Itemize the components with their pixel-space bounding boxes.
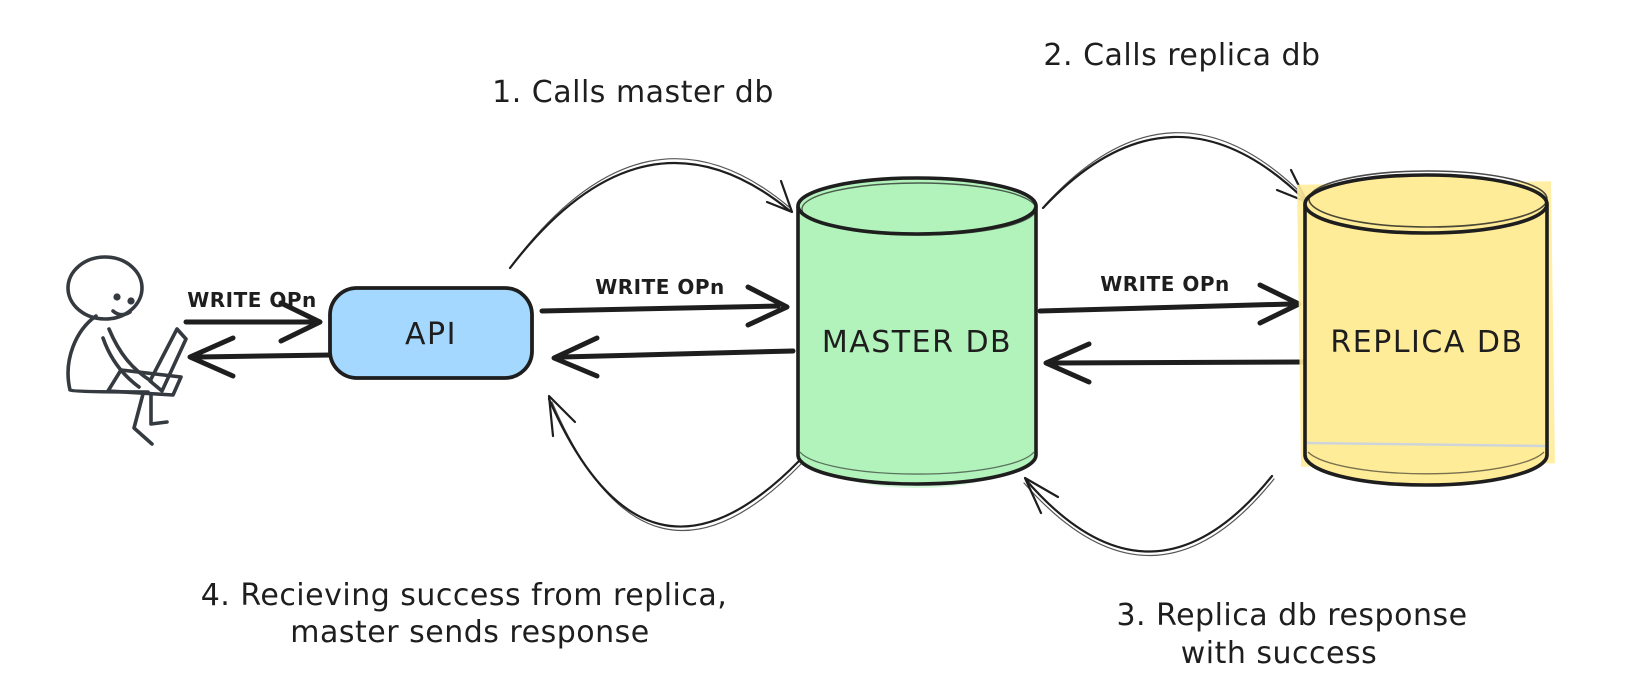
curve-arrow-step4 xyxy=(547,394,802,531)
arrow-user-to-api xyxy=(183,300,323,344)
smile xyxy=(111,309,132,317)
curve-arrow-step3 xyxy=(1023,474,1275,556)
eye-right xyxy=(127,297,135,305)
write-op-label-master-replica: WRITE OPn xyxy=(1100,272,1230,296)
step-1-label: 1. Calls master db xyxy=(492,75,774,110)
step-3-label-line2: with success xyxy=(1181,636,1378,671)
master-db-node: MASTER DB xyxy=(796,176,1038,488)
master-db-cylinder xyxy=(796,205,1038,486)
replica-db-node: REPLICA DB xyxy=(1297,170,1555,487)
eye-left xyxy=(113,293,121,301)
api-label: API xyxy=(405,317,457,352)
step-4-label-line2: master sends response xyxy=(290,615,649,650)
replica-db-label: REPLICA DB xyxy=(1330,325,1523,360)
replica-db-cylinder xyxy=(1303,203,1549,487)
arrow-master-to-api xyxy=(551,335,796,379)
master-db-label: MASTER DB xyxy=(822,325,1012,360)
step-4-label-line1: 4. Recieving success from replica, xyxy=(201,578,728,613)
write-op-label-api-master: WRITE OPn xyxy=(595,275,725,299)
curve-arrow-step2 xyxy=(1041,132,1309,210)
curve-arrow-step1 xyxy=(508,158,794,270)
arrow-replica-to-master xyxy=(1043,341,1307,385)
api-node: API xyxy=(328,286,534,380)
laptop-screen xyxy=(148,327,188,393)
step-3-label-line1: 3. Replica db response xyxy=(1116,598,1467,633)
arrow-api-to-master xyxy=(539,284,790,328)
step-2-label: 2. Calls replica db xyxy=(1043,38,1320,73)
write-op-label-user-api: WRITE OPn xyxy=(187,288,317,312)
api-box xyxy=(328,286,534,380)
person-with-laptop-icon xyxy=(66,255,188,446)
laptop-keyboard xyxy=(106,368,183,397)
